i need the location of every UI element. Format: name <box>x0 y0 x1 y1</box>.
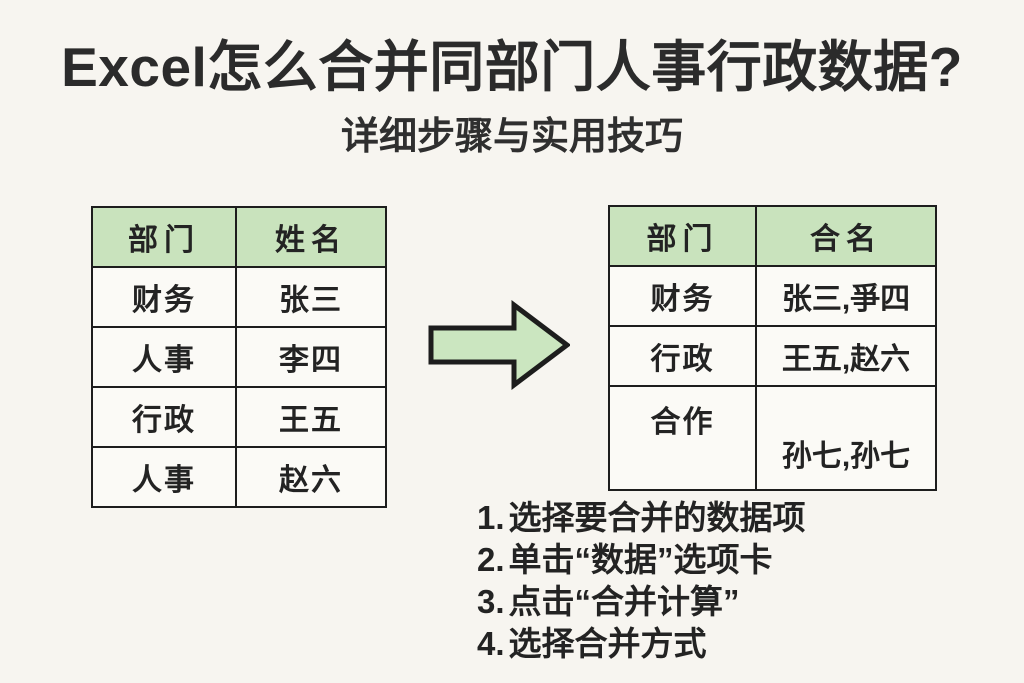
table-row: 人事 李四 <box>91 326 387 388</box>
cell-name: 赵六 <box>235 446 387 508</box>
step-text: 单击“数据”选项卡 <box>508 541 773 578</box>
arrow-right-icon <box>428 299 572 391</box>
step-number: 3. <box>477 583 505 620</box>
cell-department: 行政 <box>91 386 237 448</box>
table-row: 行政 王五 <box>91 386 387 448</box>
table-row: 人事 赵六 <box>91 446 387 508</box>
table-header-row: 部门 姓名 <box>91 206 387 268</box>
steps-list: 1.选择要合并的数据项 2.单击“数据”选项卡 3.点击“合并计算” 4.选择合… <box>477 497 957 665</box>
column-header-name: 姓名 <box>235 206 387 268</box>
step-text: 点击“合并计算” <box>508 583 740 620</box>
cell-department: 人事 <box>91 326 237 388</box>
step-number: 1. <box>477 499 505 536</box>
list-item: 2.单击“数据”选项卡 <box>477 539 957 581</box>
column-header-merged-names: 合名 <box>755 205 937 267</box>
step-number: 2. <box>477 541 505 578</box>
cell-merged-names: 张三,爭四 <box>755 265 937 327</box>
step-text: 选择合并方式 <box>508 625 707 662</box>
table-row: 行政 王五,赵六 <box>608 325 937 387</box>
table-row: 财务 张三,爭四 <box>608 265 937 327</box>
table-header-row: 部门 合名 <box>608 205 937 267</box>
cell-department: 行政 <box>608 325 757 387</box>
step-text: 选择要合并的数据项 <box>508 499 806 536</box>
cell-department: 财务 <box>91 266 237 328</box>
cell-department: 合作 <box>608 385 757 491</box>
cell-name: 王五 <box>235 386 387 448</box>
column-header-department: 部门 <box>608 205 757 267</box>
page-subtitle: 详细步骤与实用技巧 <box>340 116 683 158</box>
cell-name: 张三 <box>235 266 387 328</box>
list-item: 4.选择合并方式 <box>477 623 957 665</box>
table-row: 合作 孙七,孙七 <box>608 385 937 491</box>
column-header-department: 部门 <box>91 206 237 268</box>
list-item: 1.选择要合并的数据项 <box>477 497 957 539</box>
cell-name: 李四 <box>235 326 387 388</box>
source-data-table: 部门 姓名 财务 张三 人事 李四 行政 王五 人事 赵六 <box>91 206 387 508</box>
cell-merged-names: 孙七,孙七 <box>755 385 937 491</box>
table-row: 财务 张三 <box>91 266 387 328</box>
cell-department: 财务 <box>608 265 757 327</box>
step-number: 4. <box>477 625 505 662</box>
cell-merged-names: 王五,赵六 <box>755 325 937 387</box>
result-data-table: 部门 合名 财务 张三,爭四 行政 王五,赵六 合作 孙七,孙七 <box>608 205 937 491</box>
list-item: 3.点击“合并计算” <box>477 581 957 623</box>
page-title: Excel怎么合并同部门人事行政数据? <box>61 36 963 98</box>
cell-department: 人事 <box>91 446 237 508</box>
